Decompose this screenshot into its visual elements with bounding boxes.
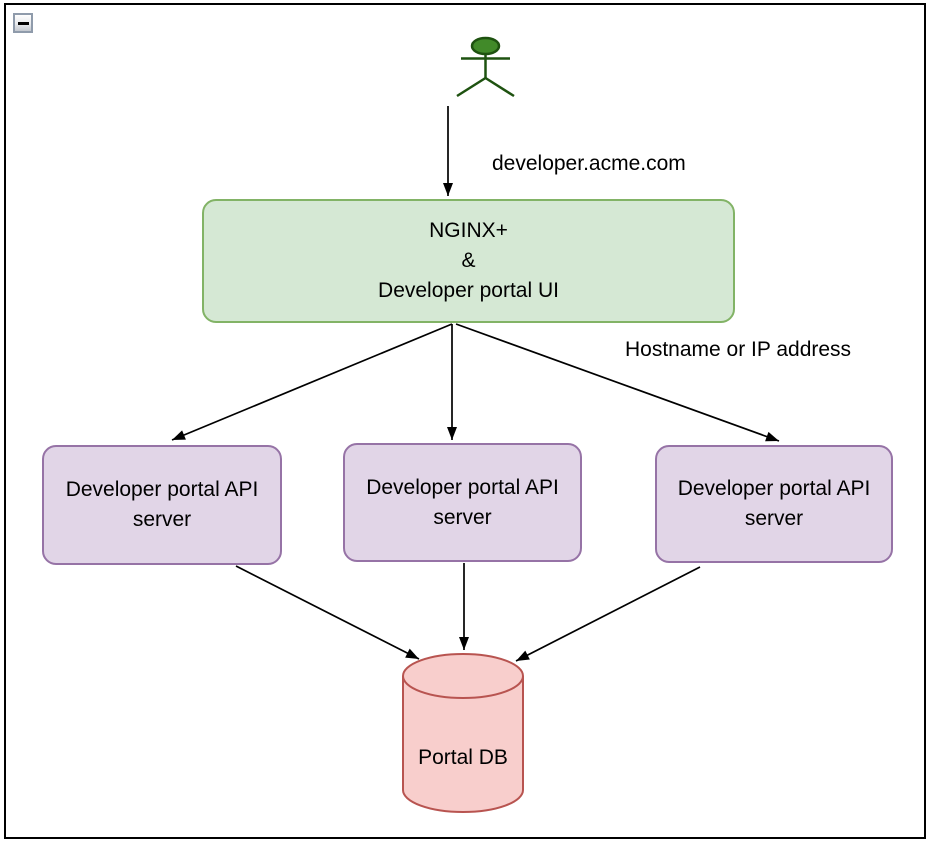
- node-api-server-2[interactable]: Developer portal API server: [343, 443, 582, 562]
- user-actor-icon[interactable]: [456, 36, 515, 98]
- domain-label: developer.acme.com: [492, 152, 686, 175]
- actor-head: [470, 36, 501, 56]
- node-api-server-3[interactable]: Developer portal API server: [655, 445, 893, 563]
- edge-api1-to-db: [235, 565, 420, 660]
- hostname-label: Hostname or IP address: [625, 338, 852, 361]
- minus-icon: [17, 21, 29, 25]
- edge-gateway-to-api3: [455, 323, 780, 442]
- api-server-label: Developer portal API server: [65, 478, 259, 531]
- edge-gateway-to-api1: [171, 323, 453, 441]
- api-server-label: Developer portal API server: [366, 475, 559, 529]
- collapse-button[interactable]: [13, 13, 33, 33]
- actor-left-leg: [456, 76, 487, 98]
- gateway-label-line3: Developer portal UI: [378, 279, 559, 302]
- api-server-label: Developer portal API server: [677, 477, 871, 530]
- gateway-label-line2: &: [461, 249, 476, 272]
- gateway-label-line1: NGINX+: [429, 219, 508, 242]
- database-label: Portal DB: [418, 746, 508, 769]
- node-api-server-1[interactable]: Developer portal API server: [42, 445, 282, 565]
- database-cylinder[interactable]: [402, 653, 524, 813]
- edge-api3-to-db: [515, 566, 701, 662]
- node-nginx-gateway[interactable]: NGINX+ & Developer portal UI: [202, 199, 735, 323]
- cylinder-body: [402, 653, 524, 813]
- actor-right-leg: [484, 76, 515, 98]
- cylinder-top-rim: [402, 675, 524, 699]
